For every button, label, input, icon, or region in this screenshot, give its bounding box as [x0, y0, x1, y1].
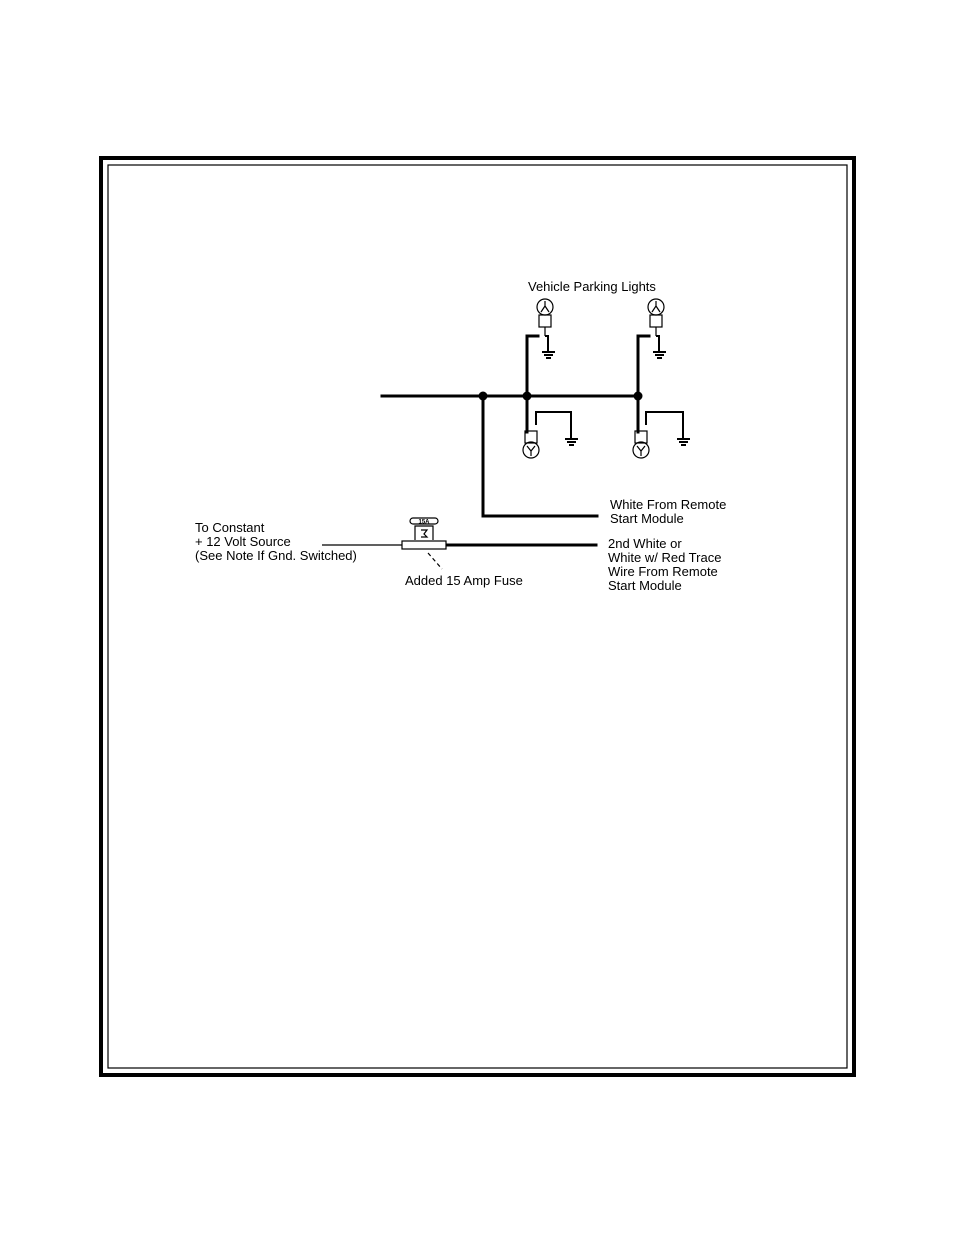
- ground-lead: [545, 336, 548, 352]
- filament-icon: [652, 301, 660, 312]
- inner-frame: [108, 165, 847, 1068]
- filament-icon: [637, 446, 645, 456]
- upper-lamp-2: [638, 299, 666, 396]
- fuse-body: [402, 541, 446, 549]
- white-remote-label-1: White From Remote: [610, 497, 726, 512]
- outer-frame: [101, 158, 854, 1075]
- ground-lead: [646, 412, 683, 439]
- fuse-holder: 15A: [402, 518, 446, 549]
- second-white-label-1: 2nd White or: [608, 536, 682, 551]
- filament-icon: [527, 446, 535, 456]
- second-white-label-3: Wire From Remote: [608, 564, 718, 579]
- upper-lamp-2-wire: [638, 336, 649, 396]
- fuse-leader: [428, 553, 442, 569]
- filament-icon: [541, 301, 549, 312]
- white-remote-wire: [483, 396, 597, 516]
- fuse-label: Added 15 Amp Fuse: [405, 573, 523, 588]
- ground-lead: [536, 412, 571, 439]
- second-white-label-4: Start Module: [608, 578, 682, 593]
- lower-lamp-1: [523, 396, 578, 458]
- second-white-label-2: White w/ Red Trace: [608, 550, 721, 565]
- fuse-element-icon: [421, 530, 427, 537]
- ground-lead: [656, 336, 659, 352]
- parking-lights-label: Vehicle Parking Lights: [528, 279, 656, 294]
- source-label-3: (See Note If Gnd. Switched): [195, 548, 357, 563]
- bulb-socket: [650, 315, 662, 327]
- lower-lamp-2: [633, 396, 690, 458]
- fuse-rating-label: 15A: [418, 520, 430, 526]
- white-remote-label-2: Start Module: [610, 511, 684, 526]
- source-label-2: + 12 Volt Source: [195, 534, 291, 549]
- bulb-socket: [539, 315, 551, 327]
- upper-lamp-1-wire: [527, 336, 538, 396]
- upper-lamp-1: [527, 299, 555, 396]
- source-label-1: To Constant: [195, 520, 265, 535]
